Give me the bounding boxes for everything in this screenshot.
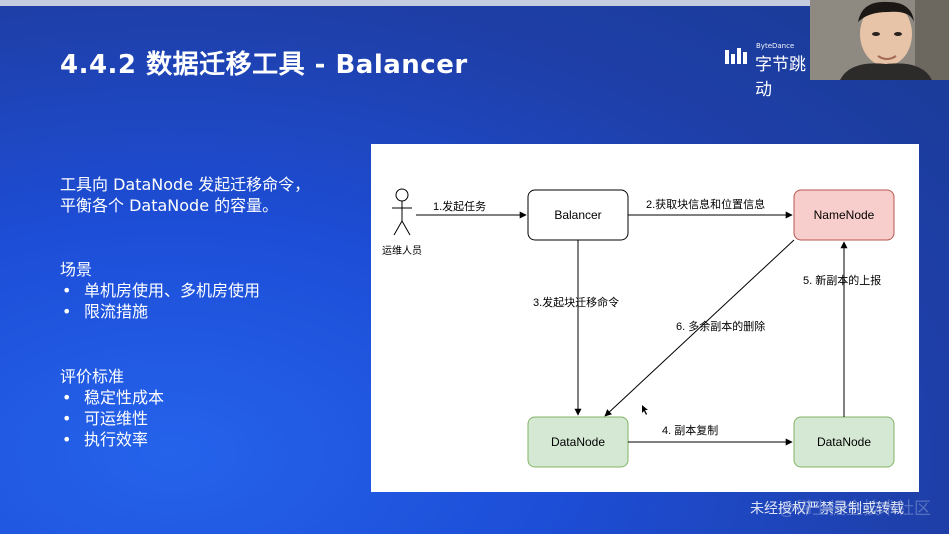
bullet-dot-icon: • xyxy=(62,281,72,300)
presenter-avatar-icon xyxy=(810,0,949,80)
datanode-left-label: DataNode xyxy=(551,435,605,449)
presenter-webcam xyxy=(810,0,949,80)
balancer-node: Balancer xyxy=(527,189,629,241)
edge-1-label: 1.发起任务 xyxy=(433,199,486,213)
balancer-diagram: 运维人员 Balancer NameNode DataNode DataNode… xyxy=(371,144,919,492)
actor-label: 运维人员 xyxy=(382,244,422,257)
section-scenario: 场景 • 单机房使用、多机房使用 • 限流措施 xyxy=(60,259,260,322)
brand-name-en: ByteDance xyxy=(756,42,795,50)
datanode-right-label: DataNode xyxy=(817,435,871,449)
edge-6-label: 6. 多余副本的删除 xyxy=(676,319,765,333)
watermark: 未经授权严禁录制或转载 xyxy=(750,501,904,517)
datanode-right-node: DataNode xyxy=(793,416,895,468)
section-criteria: 评价标准 • 稳定性成本 • 可运维性 • 执行效率 xyxy=(60,366,164,450)
bullet-dot-icon: • xyxy=(62,388,72,407)
bullet-text: 稳定性成本 xyxy=(84,388,165,407)
balancer-node-label: Balancer xyxy=(554,208,601,222)
bullet-text: 可运维性 xyxy=(84,409,149,428)
bullet-dot-icon: • xyxy=(62,430,72,449)
top-strip xyxy=(0,0,949,6)
edge-6-arrow xyxy=(604,239,795,417)
bullet-dot-icon: • xyxy=(62,302,72,321)
bullet-item: • 稳定性成本 xyxy=(60,387,164,408)
intro-line-1: 工具向 DataNode 发起迁移命令， xyxy=(60,175,311,194)
brand-name-cn: 字节跳动 xyxy=(755,55,806,100)
edge-3-label: 3.发起块迁移命令 xyxy=(533,295,619,309)
bullet-text: 执行效率 xyxy=(84,430,149,449)
bullet-item: • 单机房使用、多机房使用 xyxy=(60,280,260,301)
operator-actor-icon xyxy=(392,188,412,236)
datanode-left-node: DataNode xyxy=(527,416,629,468)
edge-4-label: 4. 副本复制 xyxy=(662,423,718,437)
bytedance-logo-icon xyxy=(725,48,747,64)
watermark-background: @稀土掘金技术社区 xyxy=(778,499,931,519)
bullet-text: 限流措施 xyxy=(84,302,149,321)
bullet-item: • 执行效率 xyxy=(60,429,164,450)
bullet-item: • 可运维性 xyxy=(60,408,164,429)
mouse-cursor-icon xyxy=(642,405,648,415)
section-heading: 场景 xyxy=(60,260,93,279)
brand-logo-area: ByteDance 字节跳动 xyxy=(724,40,814,100)
namenode-node: NameNode xyxy=(793,189,895,241)
section-heading: 评价标准 xyxy=(60,367,125,386)
edge-5-label: 5. 新副本的上报 xyxy=(803,273,881,287)
namenode-node-label: NameNode xyxy=(814,208,875,222)
bullet-text: 单机房使用、多机房使用 xyxy=(84,281,261,300)
intro-text: 工具向 DataNode 发起迁移命令， 平衡各个 DataNode 的容量。 xyxy=(60,174,310,216)
intro-line-2: 平衡各个 DataNode 的容量。 xyxy=(60,196,279,215)
bullet-dot-icon: • xyxy=(62,409,72,428)
bullet-item: • 限流措施 xyxy=(60,301,260,322)
edge-2-label: 2.获取块信息和位置信息 xyxy=(646,197,765,211)
slide-title: 4.4.2 数据迁移工具 - Balancer xyxy=(60,50,468,80)
